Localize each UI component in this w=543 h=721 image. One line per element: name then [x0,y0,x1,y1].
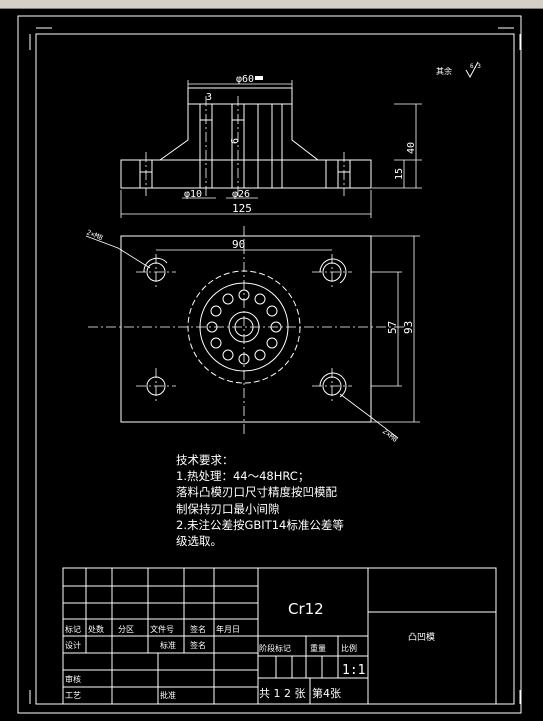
label-count: 处数 [88,624,104,634]
application-toolbar [0,0,543,9]
dim-d60: φ60 [236,74,254,85]
hole-callout-bottom-right: 2×M8 [381,427,399,444]
label-zone: 分区 [118,625,134,634]
top-centerlines [88,226,406,436]
label-docno: 文件号 [150,624,174,634]
label-mark: 标记 [65,624,81,634]
scale-value: 1:1 [342,663,365,678]
cad-drawing: 其余 6.3 [17,15,522,714]
label-design: 设计 [65,640,81,650]
technical-requirements: 技术要求： 1.热处理：44～48HRC； 落料凸模刃口尺寸精度按凹模配 制保持… [176,452,416,549]
notes-line-1: 1.热处理：44～48HRC； [176,469,310,484]
dim-d6: 6 [230,138,241,144]
notes-line-2: 落料凸模刃口尺寸精度按凹模配 [176,485,337,500]
dim-d10: φ10 [184,189,202,200]
punch-holes [206,289,282,365]
notes-line-4: 2.未注公差按GBIT14标准公差等 [176,517,344,532]
notes-title: 技术要求： [176,453,234,467]
label-process: 工艺 [65,691,81,700]
label-stage: 阶段标记 [259,643,291,653]
title-block-grid [62,567,497,705]
label-review: 审核 [65,674,81,684]
label-scale: 比例 [341,643,357,653]
top-view [120,235,372,423]
front-view [120,87,372,189]
label-approve: 批准 [160,690,176,700]
sheet-number: 第4张 [312,686,341,700]
material-label: Cr12 [288,600,324,618]
dim-d93: 93 [402,321,415,334]
dim-d125: 125 [232,202,252,215]
notes-line-5: 级选取。 [176,534,222,549]
dim-d26: φ26 [232,189,250,200]
dim-d90: 90 [232,238,245,251]
front-dimensions [120,80,422,218]
dim-d40: 40 [406,142,417,154]
label-sign-2: 签名 [190,640,206,650]
label-weight: 重量 [310,643,326,653]
notes-line-3: 制保持刃口最小间隙 [176,501,280,516]
sheets-total: 共 1 2 张 [259,687,306,700]
label-sign: 签名 [190,624,206,634]
dim-d15: 15 [394,168,405,180]
part-name: 凸凹模 [408,632,435,643]
corner-marks [29,27,521,704]
label-standard: 标准 [160,640,176,650]
sheet-frame [17,15,522,714]
label-date: 年月日 [216,624,240,634]
dim-d3: 3 [206,92,212,103]
front-centerlines [145,96,345,196]
roughness-value: 6.3 [470,63,481,70]
hole-callout-top-left: 2×M8 [85,228,104,242]
dim-d57: 57 [386,321,399,334]
top-dimensions [85,235,420,439]
roughness-symbol [465,61,479,79]
surface-note: 其余 [436,66,452,76]
dimension-highlight [255,76,263,80]
